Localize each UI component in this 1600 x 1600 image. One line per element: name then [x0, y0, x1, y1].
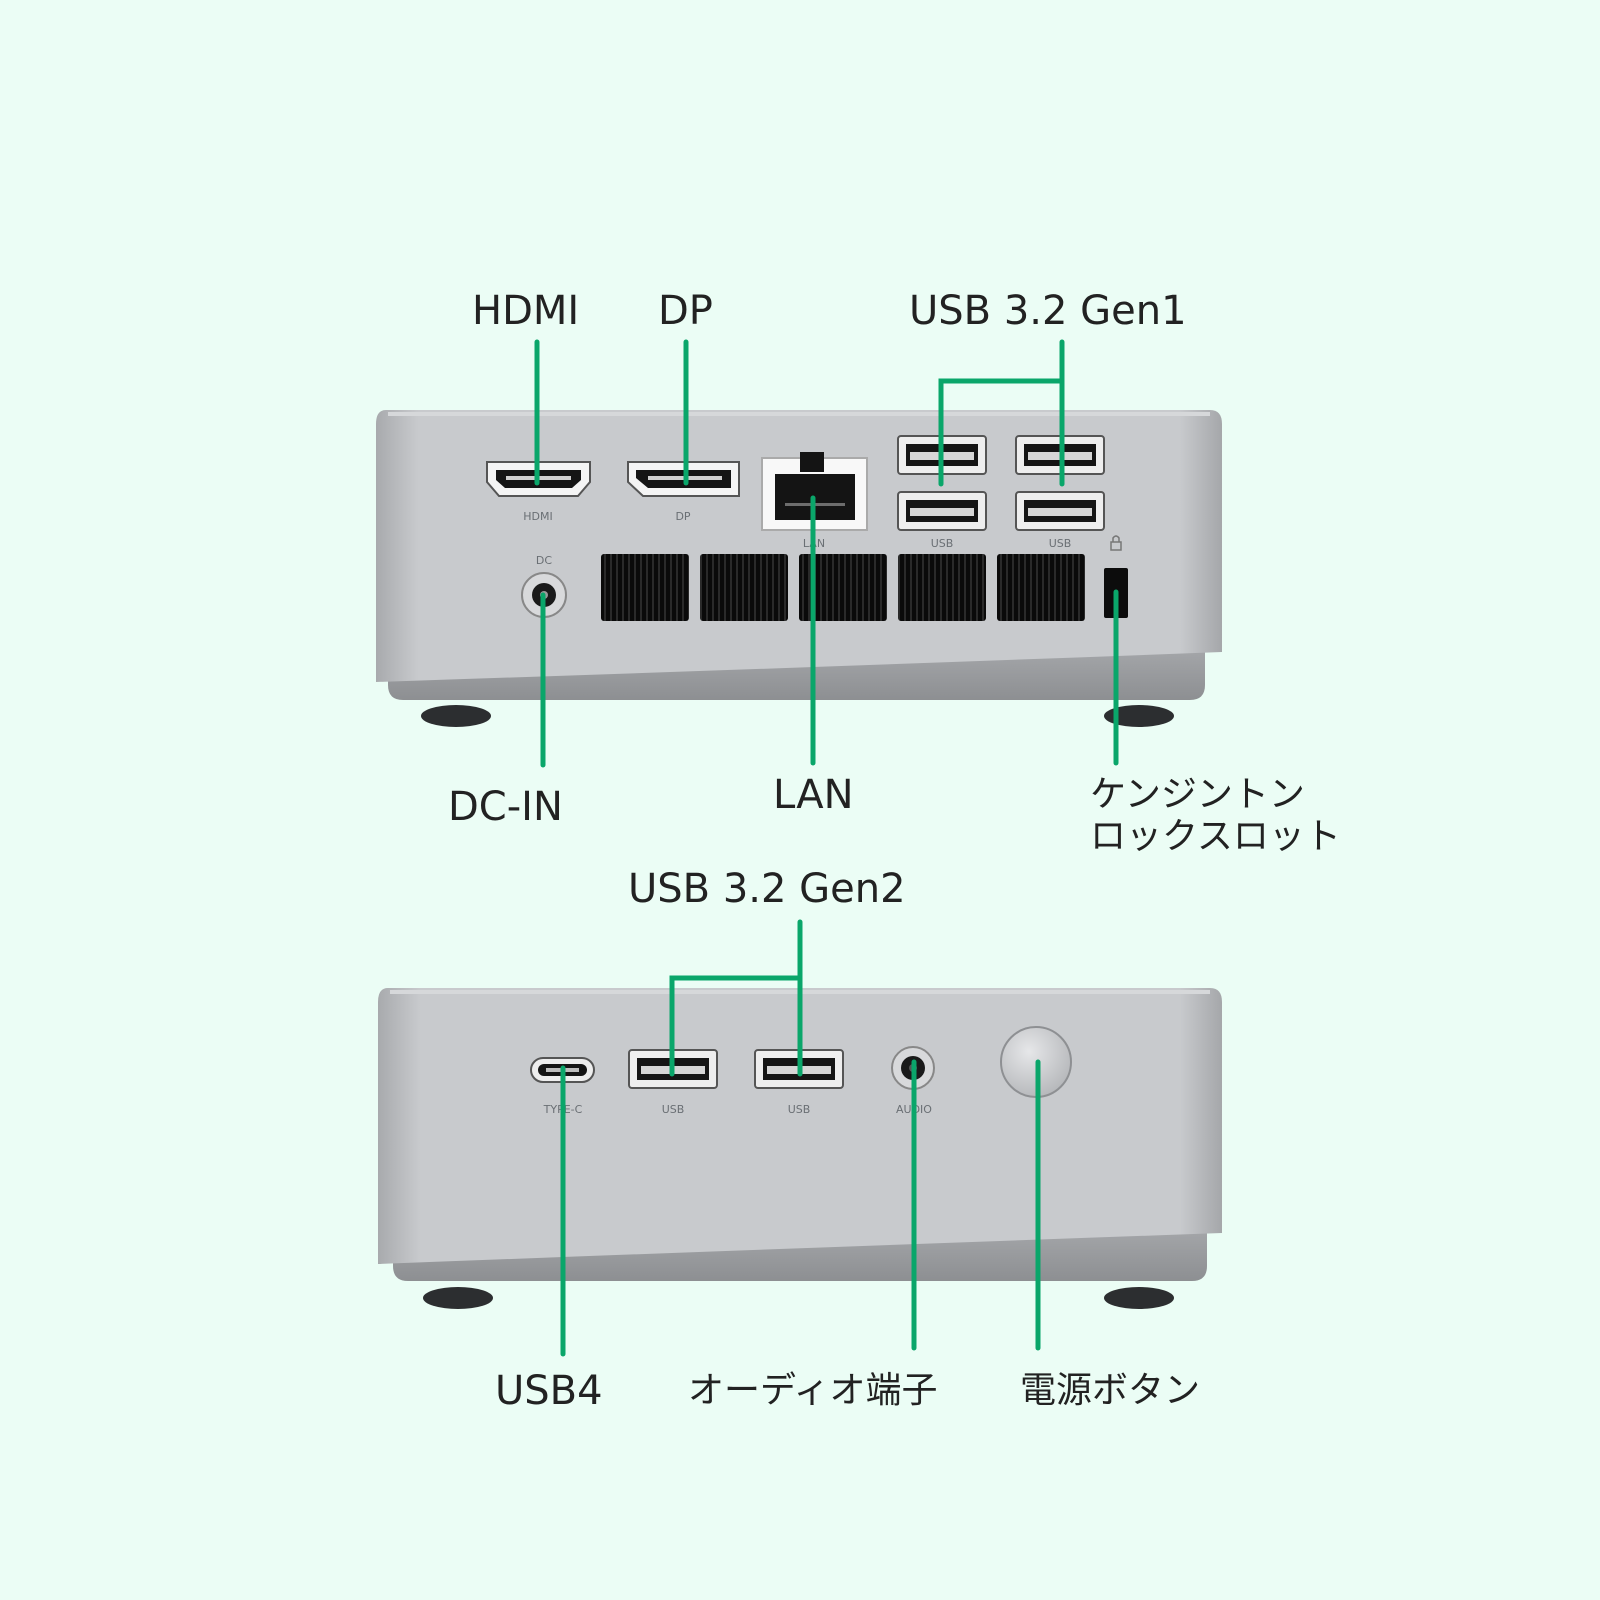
usb-gen1-port-bottom-right — [1015, 491, 1105, 531]
vent-grille-3 — [799, 554, 887, 621]
lan-callout: LAN — [773, 772, 854, 818]
audio-callout: オーディオ端子 — [688, 1370, 938, 1411]
rear-top-highlight — [388, 412, 1210, 416]
vent-grille-4 — [898, 554, 986, 621]
hdmi-port-label: HDMI — [523, 510, 552, 523]
usb4-callout: USB4 — [495, 1368, 603, 1414]
vent-grille-5 — [997, 554, 1085, 621]
dc-port-label: DC — [536, 554, 552, 567]
front-right-foot — [1104, 1287, 1174, 1309]
rear-leader-lines — [534, 339, 1119, 768]
power-callout: 電源ボタン — [1020, 1370, 1201, 1411]
dc-in-callout: DC-IN — [448, 784, 563, 830]
usb-gen1-left-label: USB — [931, 537, 954, 550]
rear-view-device: HDMI DP LAN — [376, 410, 1222, 727]
usb-gen1-callout: USB 3.2 Gen1 — [909, 288, 1187, 334]
lock-icon — [1110, 535, 1122, 551]
kensington-callout-line1: ケンジントン — [1090, 774, 1305, 815]
usb-gen1-right-label: USB — [1049, 537, 1072, 550]
vent-grille-1 — [601, 554, 689, 621]
rear-right-foot — [1104, 705, 1174, 727]
rear-left-foot — [421, 705, 491, 727]
kensington-callout: ケンジントン ロックスロット — [1090, 774, 1341, 858]
front-leader-lines — [560, 919, 1041, 1357]
vent-grille-2 — [700, 554, 788, 621]
dp-callout: DP — [658, 288, 713, 334]
usb-gen2-callout: USB 3.2 Gen2 — [628, 866, 906, 912]
usb-gen2-bracket-line — [669, 975, 803, 1077]
usb-gen2-right-label: USB — [788, 1103, 811, 1116]
kensington-callout-line2: ロックスロット — [1090, 816, 1341, 857]
front-left-foot — [423, 1287, 493, 1309]
usb-gen1-port-bottom-left — [897, 491, 987, 531]
usb-gen1-bracket-line — [938, 378, 1065, 487]
hdmi-callout: HDMI — [472, 288, 580, 334]
dp-port-label: DP — [675, 510, 690, 523]
usb-gen2-left-label: USB — [662, 1103, 685, 1116]
